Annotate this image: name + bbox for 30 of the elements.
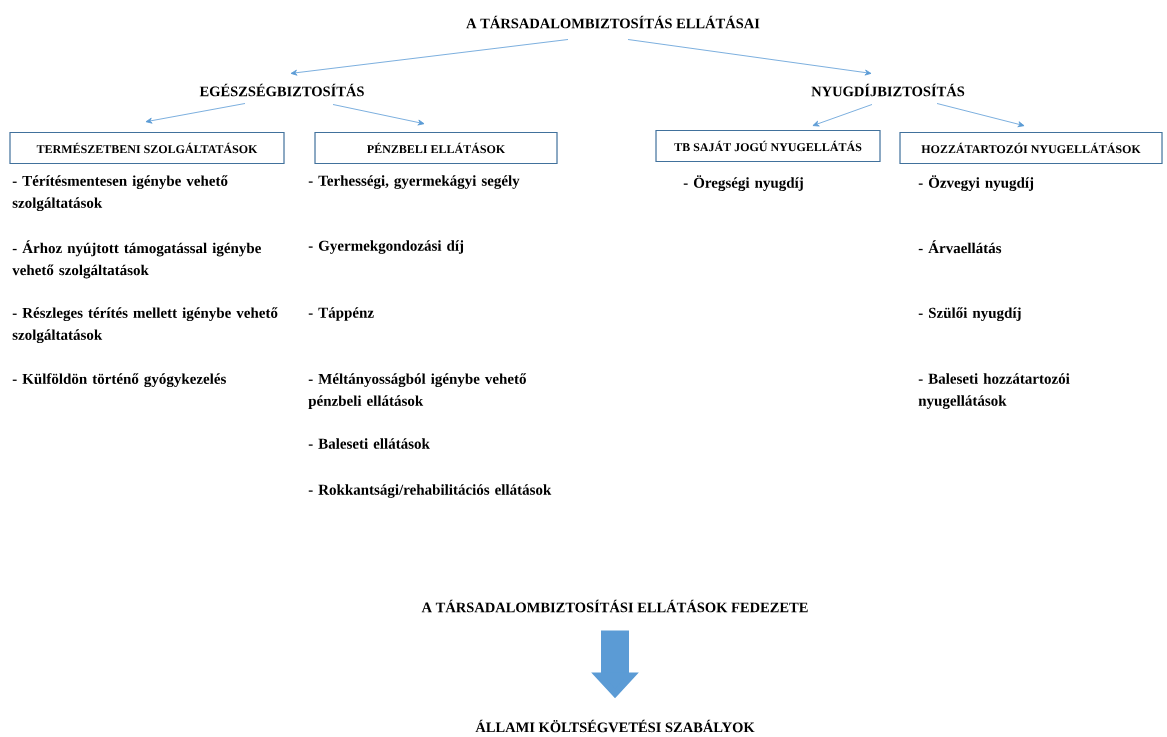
list-item: - Baleseti ellátások (308, 438, 430, 449)
list-item: - Baleseti hozzátartozói nyugellátások (918, 373, 1070, 409)
heading: ÁLLAMI KÖLTSÉGVETÉSI SZABÁLYOK (475, 719, 755, 733)
arrow (290, 39, 569, 76)
heading: NYUGDÍJBIZTOSÍTÁS (811, 83, 965, 97)
list-item: - Táppénz (308, 307, 374, 321)
list-item: - Terhességi, gyermekágyi segély (308, 175, 520, 189)
heading: A TÁRSADALOMBIZTOSÍTÁS ELLÁTÁSAI (466, 15, 760, 29)
list-item: - Méltányosságból igénybe vehető pénzbeli ellátások (308, 373, 527, 409)
arrow (332, 104, 425, 126)
list-item: - Árvaellátás (918, 240, 1002, 254)
list-item: - Öregségi nyugdíj (683, 175, 803, 191)
arrow (145, 103, 246, 124)
arrow (812, 104, 873, 127)
category-box: HOZZÁTARTOZÓI NYUGELLÁTÁSOK (899, 131, 1163, 165)
arrow (627, 39, 872, 76)
list-item: - Külföldön történő gyógykezelés (12, 373, 226, 388)
category-box: PÉNZBELI ELLÁTÁSOK (314, 131, 558, 165)
arrow (936, 103, 1025, 128)
list-item: - Részleges térítés mellett igénybe vehető szolgáltatások (12, 307, 278, 344)
list-item: - Gyermekgondozási díj (308, 240, 464, 254)
heading: A TÁRSADALOMBIZTOSÍTÁSI ELLÁTÁSOK FEDEZETE (421, 599, 808, 613)
list-item: - Árhoz nyújtott támogatással igénybe vehető szolgáltatások (12, 240, 261, 279)
list-item: - Térítésmentesen igénybe vehető szolgáltatások (12, 175, 228, 212)
heading: EGÉSZSÉGBIZTOSÍTÁS (199, 83, 364, 97)
list-item: - Rokkantsági/rehabilitációs ellátások (308, 484, 552, 498)
list-item: - Özvegyi nyugdíj (918, 175, 1034, 191)
category-box: TB SAJÁT JOGÚ NYUGELLÁTÁS (655, 129, 881, 163)
category-box: TERMÉSZETBENI SZOLGÁLTATÁSOK (9, 131, 285, 165)
list-item: - Szülői nyugdíj (918, 307, 1021, 322)
